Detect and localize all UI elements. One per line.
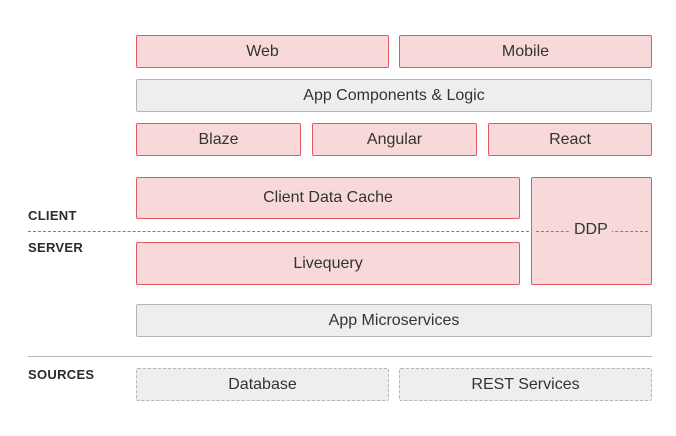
livequery-label: Livequery (293, 254, 363, 272)
blaze-layer: Blaze (136, 123, 301, 156)
app-components-layer: App Components & Logic (136, 79, 652, 112)
app-microservices-layer: App Microservices (136, 304, 652, 337)
server-label: SERVER (28, 240, 84, 255)
sources-divider (28, 356, 652, 357)
angular-label: Angular (366, 130, 423, 148)
client-data-cache-label: Client Data Cache (263, 189, 393, 206)
react-label: React (549, 130, 591, 148)
mobile-label: Mobile (501, 42, 550, 60)
angular-layer: Angular (312, 123, 477, 156)
blaze-label: Blaze (198, 130, 239, 148)
database-source: Database (136, 368, 389, 401)
mobile-layer: Mobile (399, 35, 652, 68)
ddp-label: DDP (570, 221, 612, 239)
livequery-layer: Livequery (136, 242, 520, 285)
web-layer: Web (136, 35, 389, 68)
web-label: Web (246, 42, 279, 60)
rest-services-source: REST Services (399, 368, 652, 401)
client-data-cache-layer: Client Data Cache (136, 177, 520, 219)
database-label: Database (228, 375, 297, 393)
sources-label: SOURCES (28, 367, 95, 382)
client-server-divider (28, 231, 529, 232)
client-label: CLIENT (28, 208, 77, 223)
app-microservices-label: App Microservices (328, 311, 460, 329)
app-components-label: App Components & Logic (303, 86, 485, 104)
react-layer: React (488, 123, 652, 156)
rest-services-label: REST Services (471, 375, 580, 393)
